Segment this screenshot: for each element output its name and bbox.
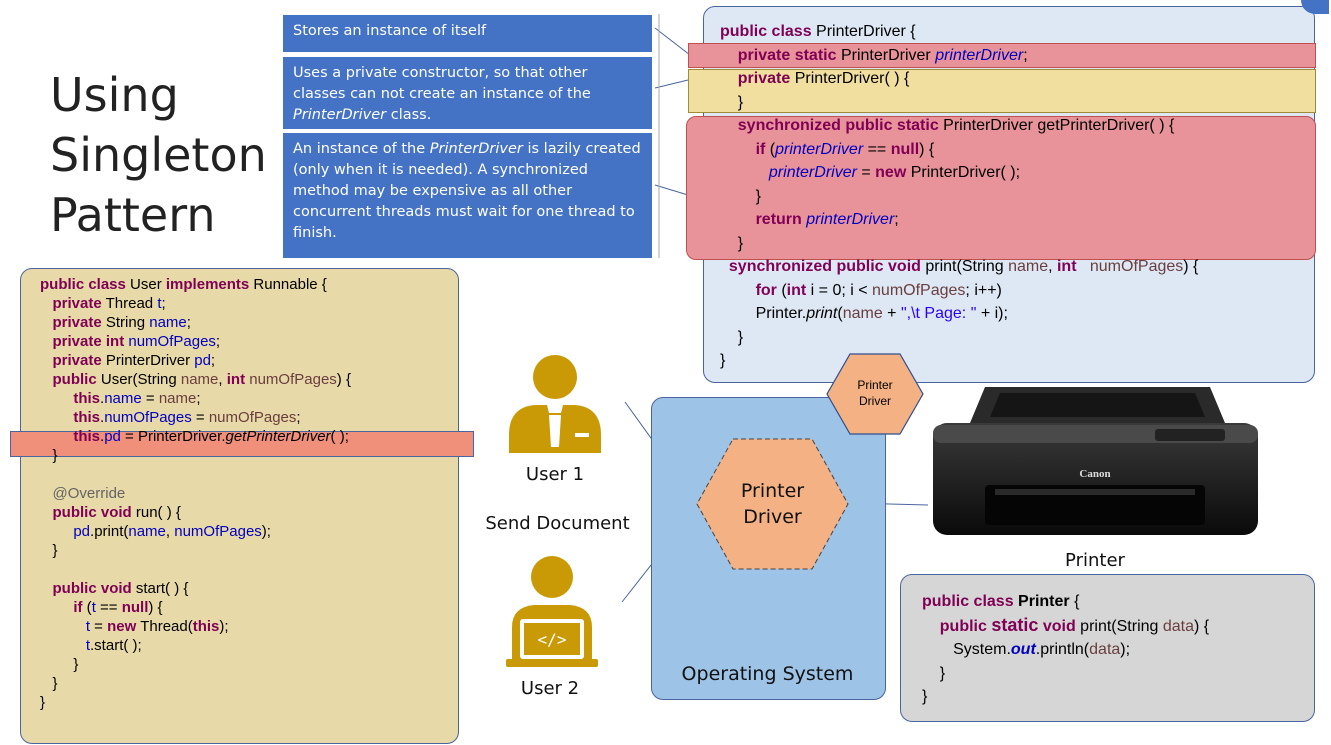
user-2-developer-icon: </> [506,556,598,667]
printer-driver-label: Printer Driver [740,480,805,528]
send-document-label: Send Document [485,513,630,534]
printer-code: public class Printer { public static voi… [922,593,1210,705]
note-private-constructor: Uses a private constructor, so that othe… [283,57,652,129]
printer-driver-small-label: Printer Driver [857,378,893,408]
user-2-label: User 2 [520,678,580,699]
user-code: public class User implements Runnable { … [40,276,351,711]
highlight-get-printer-driver-call [10,431,474,457]
user-1-icon [509,355,601,453]
operating-system-label: Operating System [681,663,854,685]
canon-logo: Canon [1079,468,1110,480]
highlight-private-constructor [688,69,1316,113]
corner-badge [1301,0,1329,14]
printer-image: Canon [933,387,1258,535]
note-lazy-creation: An instance of the PrinterDriver is lazi… [283,133,652,258]
printer-label: Printer [1065,550,1125,571]
note-stores-instance: Stores an instance of itself [283,15,652,52]
printer-driver-hexagon [696,438,849,570]
svg-text:</>: </> [538,630,567,649]
printer-driver-code: public class PrinterDriver { private sta… [720,23,1199,369]
user-code-box [20,268,459,744]
highlight-get-instance-method [686,116,1316,260]
printer-code-box [900,574,1315,722]
highlight-static-field [688,43,1316,68]
user-1-label: User 1 [525,464,585,485]
printer-driver-small-hexagon [826,353,924,435]
slide-title: Using Singleton Pattern [50,68,267,242]
